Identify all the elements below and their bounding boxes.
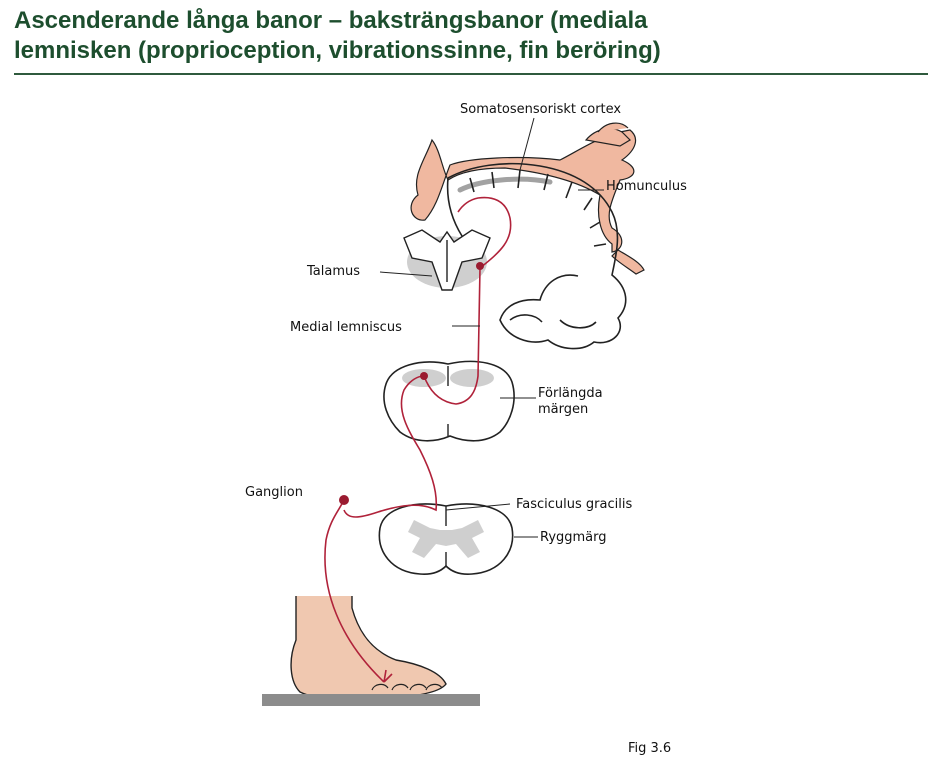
leader-lines xyxy=(379,117,604,538)
ganglion-dot xyxy=(339,495,349,505)
label-ganglion: Ganglion xyxy=(245,485,303,500)
label-fasciculus-gracilis: Fasciculus gracilis xyxy=(516,497,632,512)
floor-surface xyxy=(262,694,480,706)
title-divider xyxy=(14,73,928,75)
thalamus-synapse-dot xyxy=(476,262,484,270)
slide-title: Ascenderande långa banor – baksträngsban… xyxy=(14,6,914,66)
title-line-2: lemnisken (proprioception, vibrationssin… xyxy=(14,37,661,64)
figure-reference: Fig 3.6 xyxy=(628,741,671,756)
foot-illustration xyxy=(290,596,447,701)
medulla-cross-section xyxy=(383,360,515,442)
label-somatosensory-cortex: Somatosensoriskt cortex xyxy=(460,102,621,117)
label-medial-lemniscus: Medial lemniscus xyxy=(290,320,402,335)
spinal-cord-cross-section xyxy=(378,503,514,575)
label-talamus: Talamus xyxy=(306,264,360,279)
homunculus-figure xyxy=(410,122,645,275)
thalamus-structure xyxy=(403,229,491,291)
label-medulla-line-2: märgen xyxy=(538,402,588,417)
medulla-synapse-dot xyxy=(420,372,428,380)
title-line-1: Ascenderande långa banor – baksträngsban… xyxy=(14,7,648,34)
label-medulla-line-1: Förlängda xyxy=(538,386,603,401)
label-spinal-cord: Ryggmärg xyxy=(540,530,607,545)
label-homunculus: Homunculus xyxy=(606,179,687,194)
neural-pathway xyxy=(324,196,512,683)
